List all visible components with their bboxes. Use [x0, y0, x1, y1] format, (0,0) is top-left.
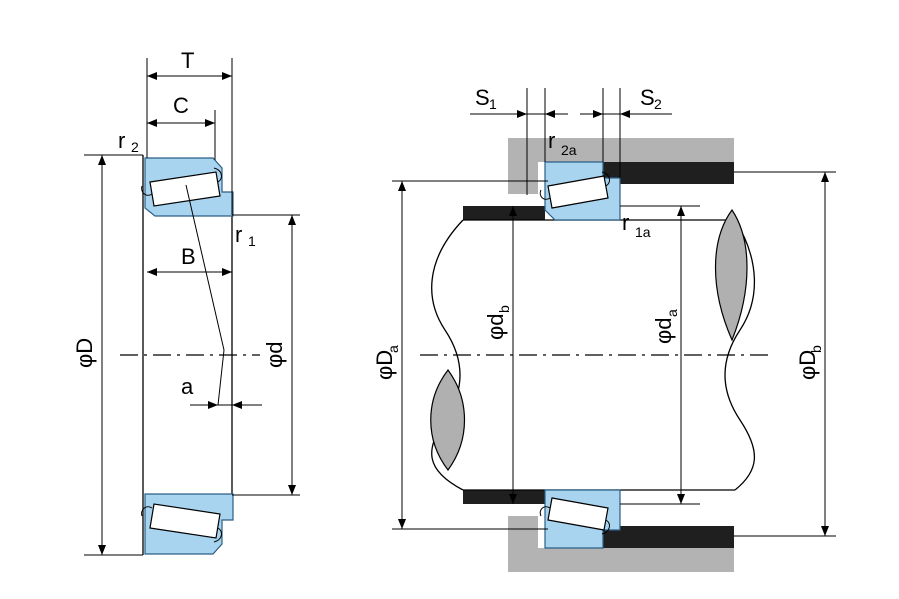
svg-text:a: a [664, 309, 680, 317]
dimension-T: T [146, 48, 233, 215]
dimension-phiDb: φD b [734, 171, 836, 537]
mounting-dimension-view: S 1 S 2 r 2a r 1a [372, 85, 836, 572]
dimension-B: B [147, 244, 232, 276]
label-r2: r 2 [84, 128, 143, 156]
dimension-S2: S 2 [580, 85, 672, 178]
label-phiDb: φD [795, 350, 820, 380]
dimension-S1: S 1 [470, 85, 568, 195]
bearing-dimension-view: T C B a r 2 [72, 48, 300, 556]
label-phiDa: φD [372, 350, 397, 380]
svg-text:2: 2 [654, 96, 662, 112]
label-phida: φd [651, 317, 676, 344]
dimension-phidb: φd b [483, 206, 517, 504]
housing [508, 138, 734, 572]
svg-text:1: 1 [248, 233, 256, 249]
svg-text:2: 2 [131, 139, 139, 155]
label-r2a: r 2a [548, 128, 577, 158]
dimension-a: a [181, 374, 262, 409]
shaft [430, 208, 756, 491]
dimension-phiD: φD [72, 155, 143, 556]
svg-text:2a: 2a [561, 142, 577, 158]
label-phid: φd [262, 341, 287, 368]
svg-text:a: a [385, 345, 401, 353]
dimension-C: C [147, 93, 216, 160]
svg-text:r: r [548, 128, 555, 153]
label-phidb: φd [483, 313, 508, 340]
svg-text:b: b [496, 305, 512, 313]
label-B: B [181, 244, 196, 269]
spacers [463, 162, 734, 548]
dimension-phid: φd [232, 215, 300, 496]
svg-text:1: 1 [489, 96, 497, 112]
label-r1a: r 1a [622, 210, 651, 240]
dimension-phiDa: φD a [372, 180, 548, 530]
label-phiD: φD [72, 338, 97, 368]
label-a: a [181, 374, 194, 399]
mounted-bearing-bottom [539, 489, 621, 549]
label-C: C [173, 93, 189, 118]
mounted-bearing-top [539, 161, 621, 221]
label-r1: r 1 [232, 214, 300, 249]
svg-text:S: S [475, 85, 490, 110]
svg-text:r: r [235, 222, 242, 247]
svg-text:r: r [118, 128, 125, 153]
svg-text:S: S [640, 85, 655, 110]
svg-text:r: r [622, 210, 629, 235]
dimension-phida: φd a [620, 205, 700, 505]
bearing-top-section [141, 157, 234, 217]
svg-text:b: b [808, 345, 824, 353]
label-T: T [181, 48, 194, 73]
svg-text:1a: 1a [635, 224, 651, 240]
bearing-bottom-section [141, 493, 234, 555]
